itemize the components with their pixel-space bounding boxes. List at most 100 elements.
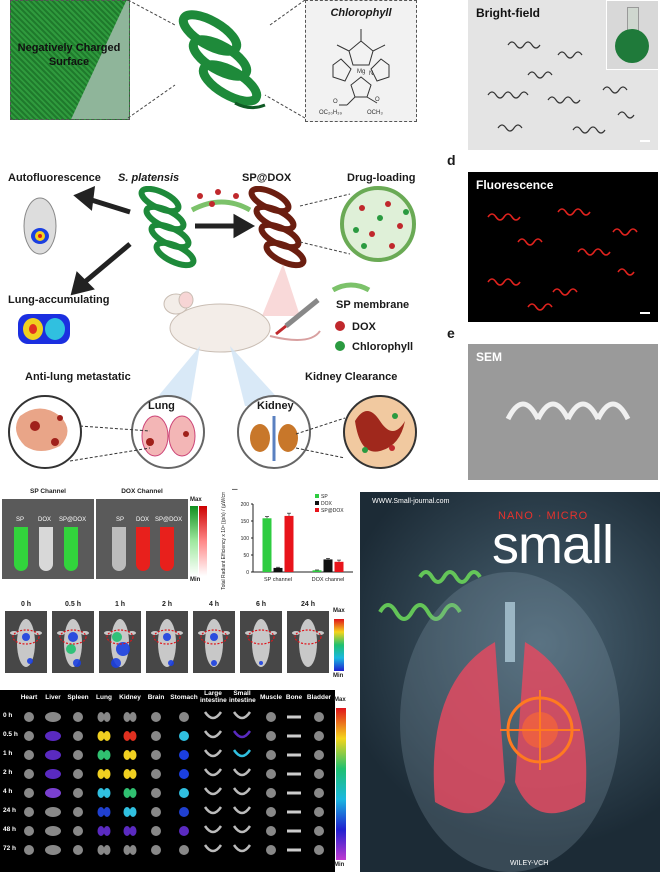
chem-o2: O [375, 97, 380, 103]
organ-image [179, 731, 189, 741]
time-label-3: 2 h [161, 601, 173, 608]
organ-image [73, 807, 83, 817]
scheme-illustration [8, 186, 417, 469]
chem-o1: O [333, 99, 338, 105]
organ-image [287, 829, 301, 833]
organ-image [45, 769, 61, 779]
mouse-paw [10, 631, 18, 635]
organ-hdr-small-intestine: Small intestine [229, 690, 256, 704]
ivis-dox-panel: DOX Channel SP DOX SP@DOX [96, 488, 188, 579]
organ-max-label: Max [334, 697, 346, 703]
organ-image [179, 750, 189, 760]
organ-grid-panel: Heart Liver Spleen Lung Kidney Brain Sto… [0, 690, 335, 872]
cover-publisher: WILEY-VCH [510, 860, 549, 867]
lung-roi [59, 629, 87, 645]
lung-circle-icon [131, 395, 205, 469]
organ-image [97, 731, 105, 741]
y-axis-label: Total Radiant Efficiency x 10⁸ [(p/s) / … [221, 492, 227, 590]
organ-row-0: 0 h [3, 712, 13, 719]
anti-lung-label: Anti-lung metastatic [25, 371, 131, 383]
heat-spot [163, 633, 171, 641]
heat-spot [111, 658, 121, 668]
y-tick-label: 150 [241, 519, 250, 525]
dox-tube-label-2: DOX [136, 517, 150, 523]
flask-photo [606, 0, 658, 70]
organ-image [179, 769, 189, 779]
organ-image [266, 712, 276, 722]
organ-image [232, 749, 252, 758]
organ-image [129, 712, 137, 722]
category-label: SP channel [264, 577, 292, 583]
organ-image [73, 731, 83, 741]
organ-image [287, 848, 301, 852]
bar [262, 518, 272, 572]
time-label-0: 0 h [20, 601, 32, 608]
organ-image [103, 712, 111, 722]
organ-image [129, 807, 137, 817]
organ-row-7: 72 h [3, 845, 17, 852]
organ-image [24, 807, 34, 817]
organ-image [45, 826, 61, 836]
surface-label: Negatively Charged Surface [17, 42, 121, 68]
organ-image [73, 750, 83, 760]
organ-hdr-bone: Bone [285, 694, 303, 701]
sem-label: SEM [476, 350, 503, 364]
organ-image [103, 769, 111, 779]
top-dashed-lines [127, 0, 306, 119]
kidney-circle-icon [237, 395, 311, 469]
heat-spot [73, 659, 81, 667]
cover-subtitle: NANO · MICRO [498, 510, 589, 522]
organ-image [24, 788, 34, 798]
organ-min-label: Min [334, 862, 345, 868]
dox-tube-label-3: SP@DOX [155, 517, 183, 523]
mouse-paw [292, 631, 300, 635]
organ-colorbar [336, 708, 346, 860]
organ-image [314, 731, 324, 741]
lung-heatmap-icon [18, 314, 70, 344]
organ-image [151, 807, 161, 817]
organ-image [232, 768, 252, 777]
sem-panel: SEM [468, 344, 658, 480]
organ-image [103, 807, 111, 817]
organ-image [129, 750, 137, 760]
organ-image [45, 845, 61, 855]
lung-roi [106, 629, 134, 645]
organ-image [97, 788, 105, 798]
organ-image [203, 749, 223, 758]
bar [334, 561, 344, 572]
time-label-5: 6 h [255, 601, 267, 608]
organ-image [314, 845, 324, 855]
y-tick-label: 0 [246, 570, 249, 576]
mouse-paw [57, 631, 65, 635]
organ-image [314, 826, 324, 836]
mouse-paw [245, 631, 253, 635]
organ-image [314, 807, 324, 817]
organ-image [129, 769, 137, 779]
organ-image [103, 750, 111, 760]
heat-spot [22, 633, 30, 641]
heat-spot [210, 633, 218, 641]
organ-image [103, 731, 111, 741]
organ-image [287, 734, 301, 738]
organ-image [266, 826, 276, 836]
organ-image [287, 810, 301, 814]
organ-row-3: 2 h [3, 769, 13, 776]
organ-image [179, 712, 189, 722]
organ-image [232, 787, 252, 796]
organ-image [151, 731, 161, 741]
chem-n: N [369, 71, 373, 77]
nephron-circle-icon [343, 395, 417, 469]
organ-hdr-brain: Brain [147, 694, 165, 701]
timeline-mice [5, 611, 329, 673]
timeline-min-label: Min [333, 673, 344, 679]
organ-image [123, 712, 131, 722]
tumor-circle-icon [8, 395, 82, 469]
organ-image [129, 845, 137, 855]
organ-image [203, 711, 223, 720]
y-tick-label: 200 [241, 502, 250, 508]
syringe-icon [275, 298, 320, 336]
timeline-max-label: Max [333, 608, 345, 614]
organ-image [287, 753, 301, 757]
organ-image [24, 845, 34, 855]
organ-image [232, 825, 252, 834]
